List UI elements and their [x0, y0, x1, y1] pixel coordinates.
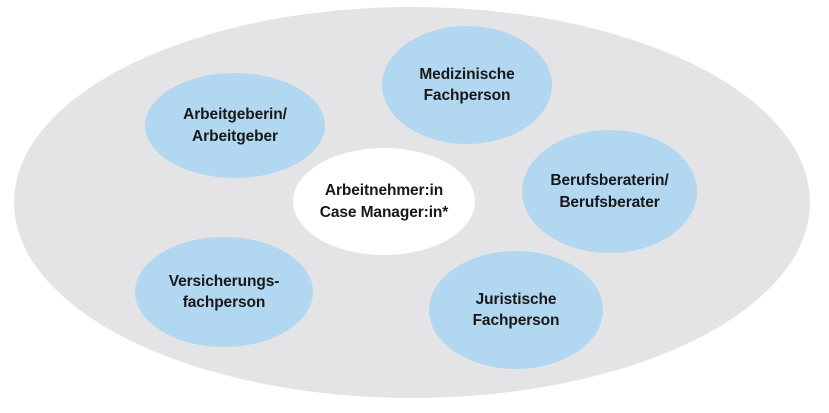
satellite-ellipse-versicherungsfachperson[interactable] [135, 237, 313, 347]
satellite-ellipse-juristische-fachperson[interactable] [429, 251, 603, 369]
satellite-ellipse-berufsberater[interactable] [522, 130, 697, 253]
satellite-ellipse-arbeitgeber[interactable] [145, 73, 325, 178]
center-role-ellipse[interactable] [293, 148, 475, 255]
satellite-ellipse-medizinische-fachperson[interactable] [382, 26, 552, 144]
